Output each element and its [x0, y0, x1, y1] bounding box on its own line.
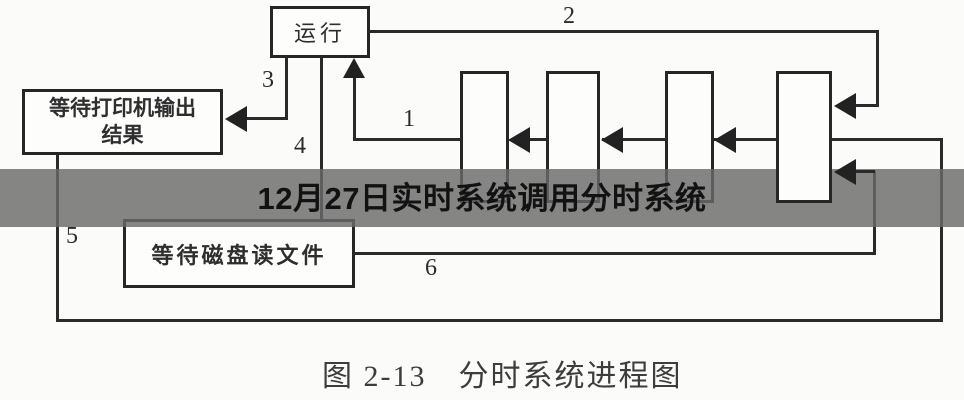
edge-4-line — [320, 57, 323, 222]
edge-6-line-horizontal — [353, 252, 876, 255]
node-wait-printer-output: 等待打印机输出 结果 — [22, 89, 223, 155]
arrow-left-icon — [508, 127, 530, 153]
node-wait-printer-label-line1: 等待打印机输出 — [49, 96, 196, 120]
edge-label-5: 5 — [66, 223, 78, 249]
arrow-left-icon — [834, 93, 856, 119]
edge-label-2: 2 — [563, 3, 575, 29]
edge-1-line-horizontal — [354, 138, 461, 141]
edge-label-6: 6 — [425, 255, 437, 281]
edge-label-4: 4 — [294, 133, 306, 159]
edge-3-line-horizontal — [230, 117, 288, 120]
arrow-left-icon — [225, 106, 247, 132]
edge-label-1: 1 — [403, 106, 415, 132]
arrow-left-icon — [834, 159, 856, 185]
edge-2-line-right — [876, 30, 879, 107]
edge-2-line-entry — [842, 104, 878, 107]
edge-2-line-top — [369, 30, 879, 33]
node-running-label: 运行 — [293, 21, 346, 46]
edge-5-line-left — [56, 155, 59, 322]
queue-chain-segment — [714, 138, 778, 141]
edge-5-line-right — [940, 138, 943, 322]
edge-label-3: 3 — [262, 67, 274, 93]
arrow-up-icon — [343, 58, 365, 78]
edge-6-line-entry — [842, 170, 875, 173]
queue-box-4 — [776, 71, 832, 203]
edge-3-line-vertical — [285, 57, 288, 120]
edge-5-line-bottom — [56, 319, 943, 322]
watermark-text: 12月27日实时系统调用分时系统 — [257, 181, 707, 216]
arrow-left-icon — [601, 127, 623, 153]
figure-caption: 图 2-13 分时系统进程图 — [322, 360, 683, 393]
queue-chain-segment — [831, 138, 943, 141]
node-wait-printer-label-line2: 结果 — [101, 123, 144, 147]
node-running: 运行 — [270, 6, 370, 58]
node-wait-disk-label: 等待磁盘读文件 — [151, 242, 327, 268]
arrow-left-icon — [714, 127, 736, 153]
queue-chain-segment — [602, 138, 667, 141]
edge-1-line-vertical — [353, 62, 356, 141]
node-wait-disk-read: 等待磁盘读文件 — [123, 219, 355, 288]
